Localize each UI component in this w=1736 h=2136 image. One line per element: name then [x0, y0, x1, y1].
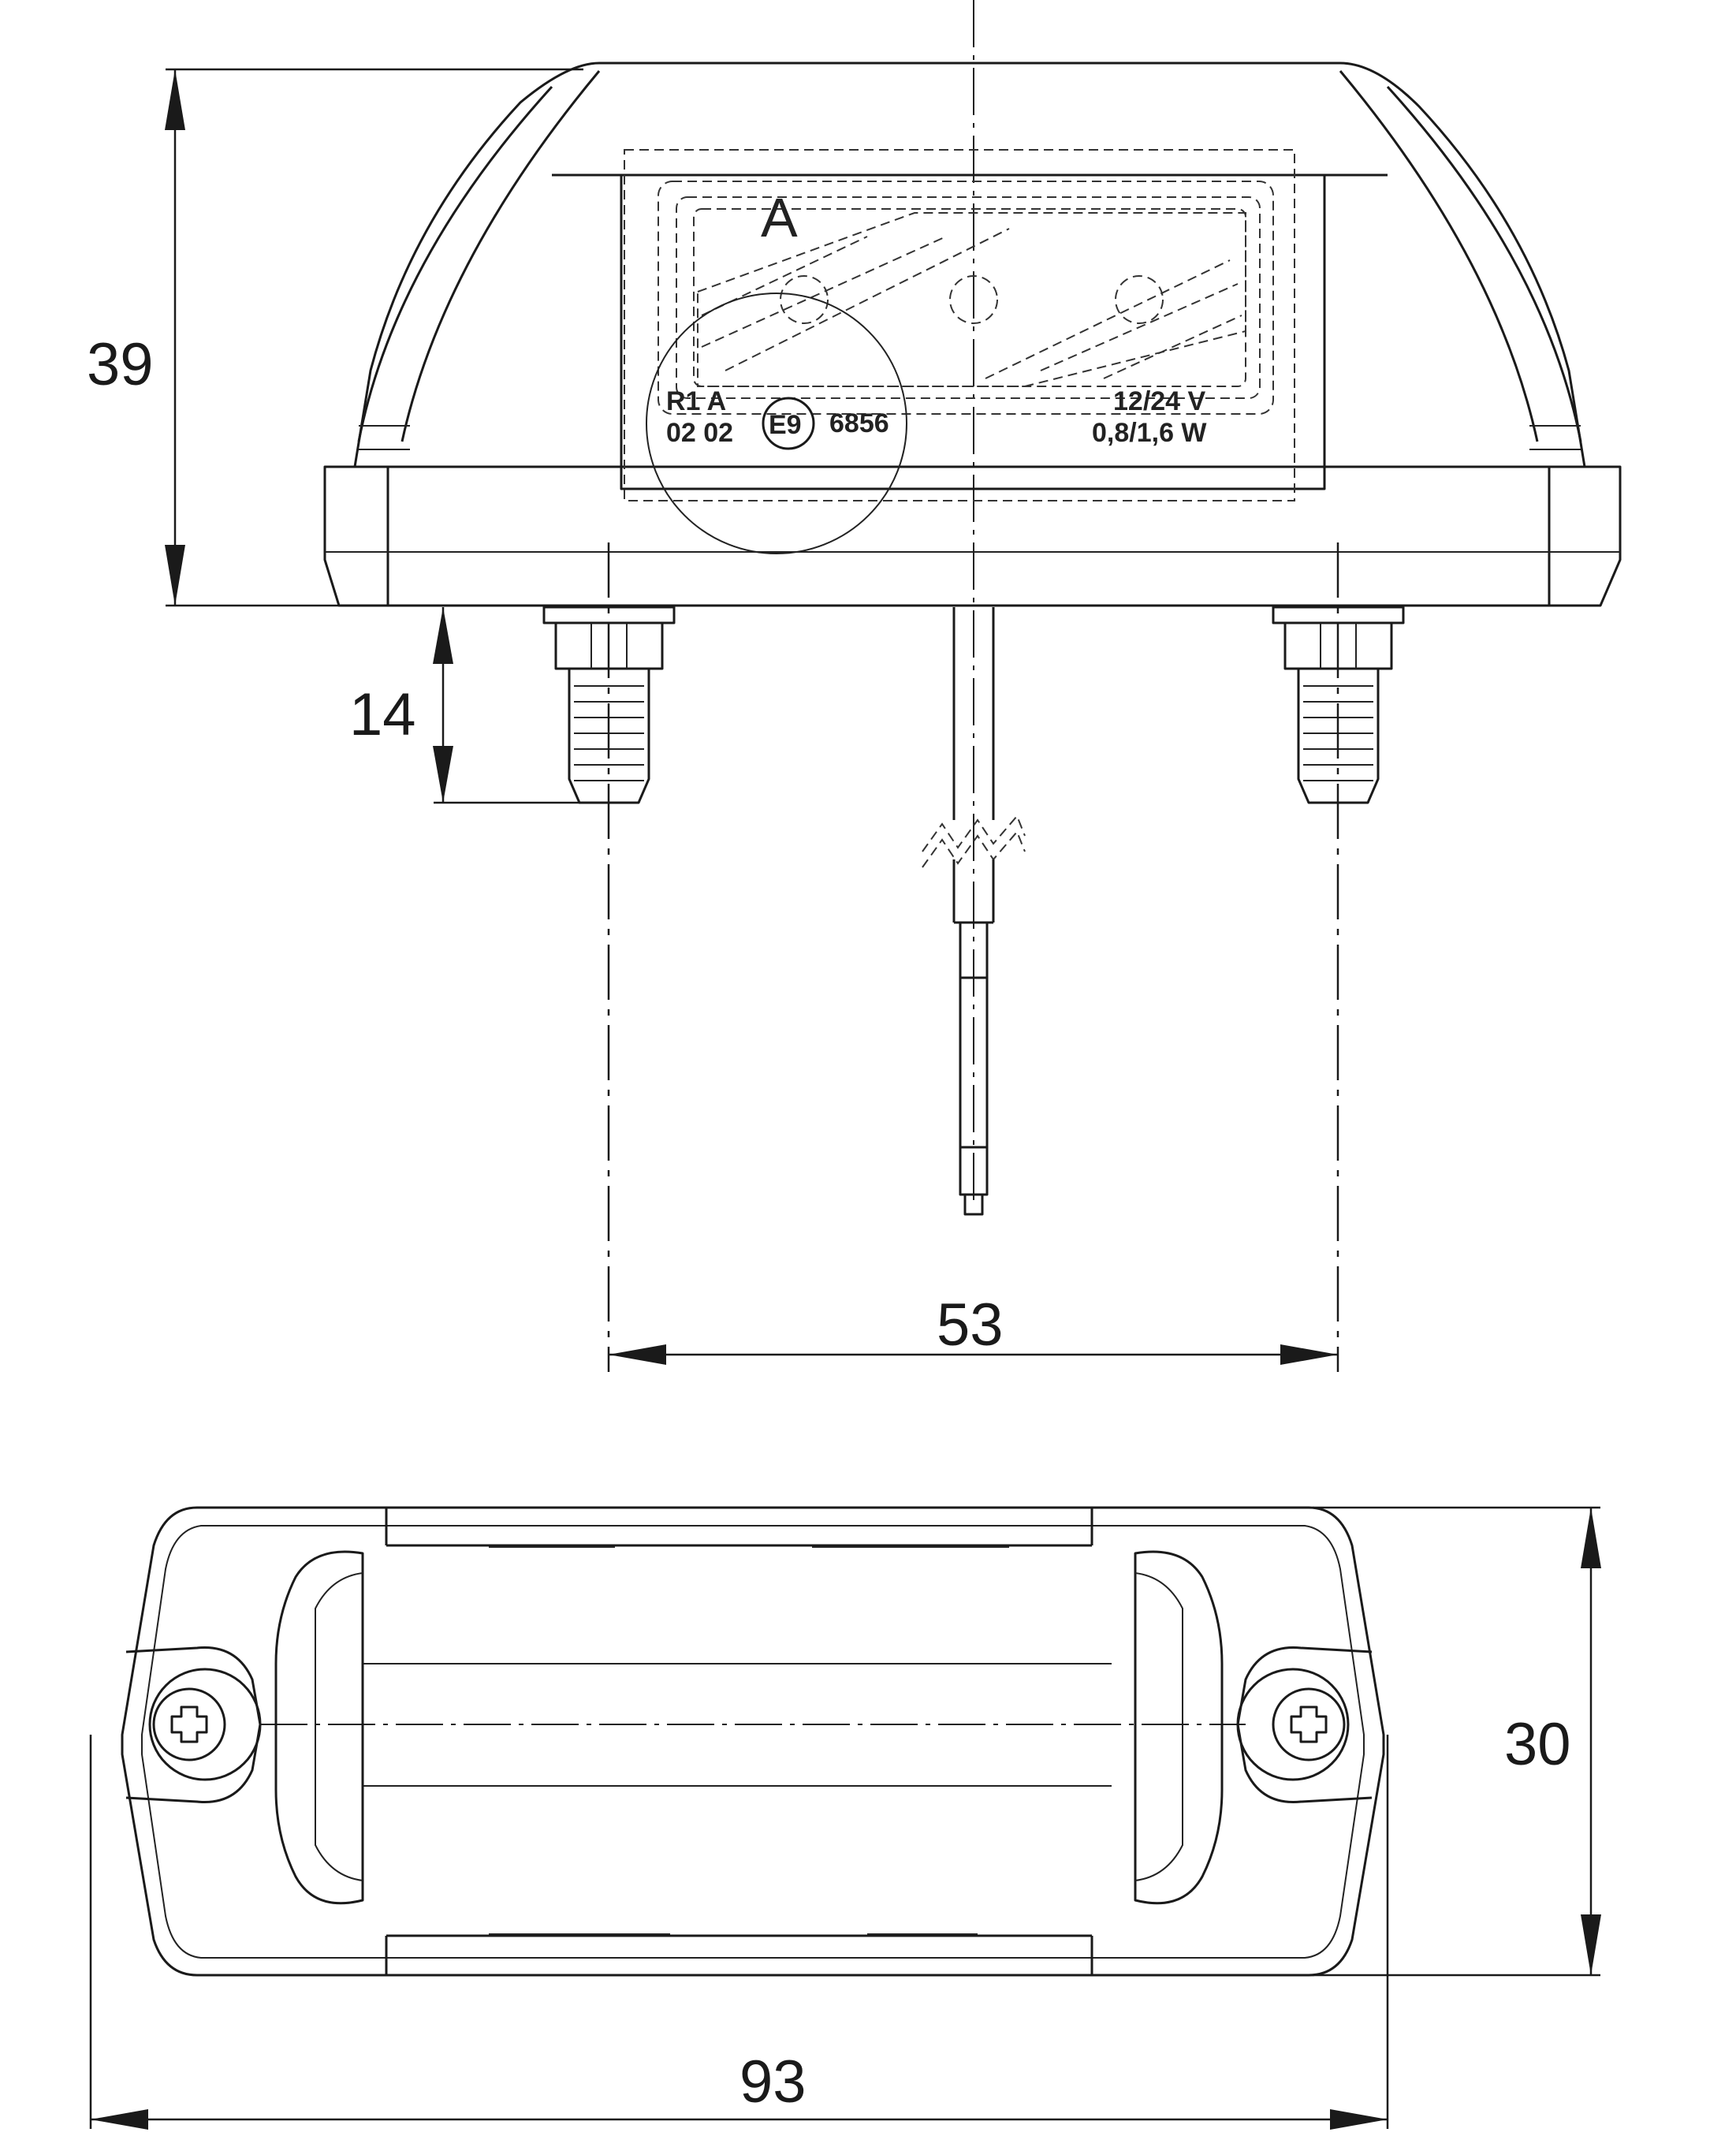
dimension-width: 93	[89, 1735, 1389, 2130]
top-outline	[121, 1506, 1385, 1977]
power-marking: 0,8/1,6 W	[1092, 418, 1207, 448]
dim-stud-length-label: 14	[349, 681, 416, 748]
top-view: 30 93	[89, 1506, 1601, 2130]
dim-depth-label: 30	[1504, 1711, 1571, 1778]
detail-circle	[646, 293, 907, 554]
voltage-marking: 12/24 V	[1113, 386, 1206, 416]
lens-dashed-outer	[624, 149, 1295, 501]
cable	[922, 607, 1026, 1216]
lens-frame	[620, 173, 1326, 490]
approval-mark: E9	[769, 410, 802, 440]
approval-number: 6856	[829, 408, 889, 438]
dim-stud-spacing-label: 53	[937, 1292, 1004, 1359]
dimension-height: 39	[87, 68, 583, 607]
dimension-depth: 30	[1313, 1506, 1601, 1977]
reflector-diamond	[697, 212, 1246, 387]
base-plate	[323, 465, 1622, 607]
approval-circle	[762, 397, 815, 450]
marking-left-2: 02 02	[666, 418, 733, 448]
dim-height-label: 39	[87, 331, 154, 398]
dim-width-label: 93	[739, 2048, 807, 2115]
dimension-stud-length: 14	[349, 607, 579, 804]
detail-letter: A	[761, 187, 798, 248]
front-view: A R1 A 02 02 E9 6856 12/24 V 0,8/1,6 W	[87, 0, 1622, 1372]
dimension-stud-spacing: 53	[607, 542, 1339, 1372]
housing-outline	[353, 62, 1586, 468]
marking-left-1: R1 A	[666, 386, 726, 416]
